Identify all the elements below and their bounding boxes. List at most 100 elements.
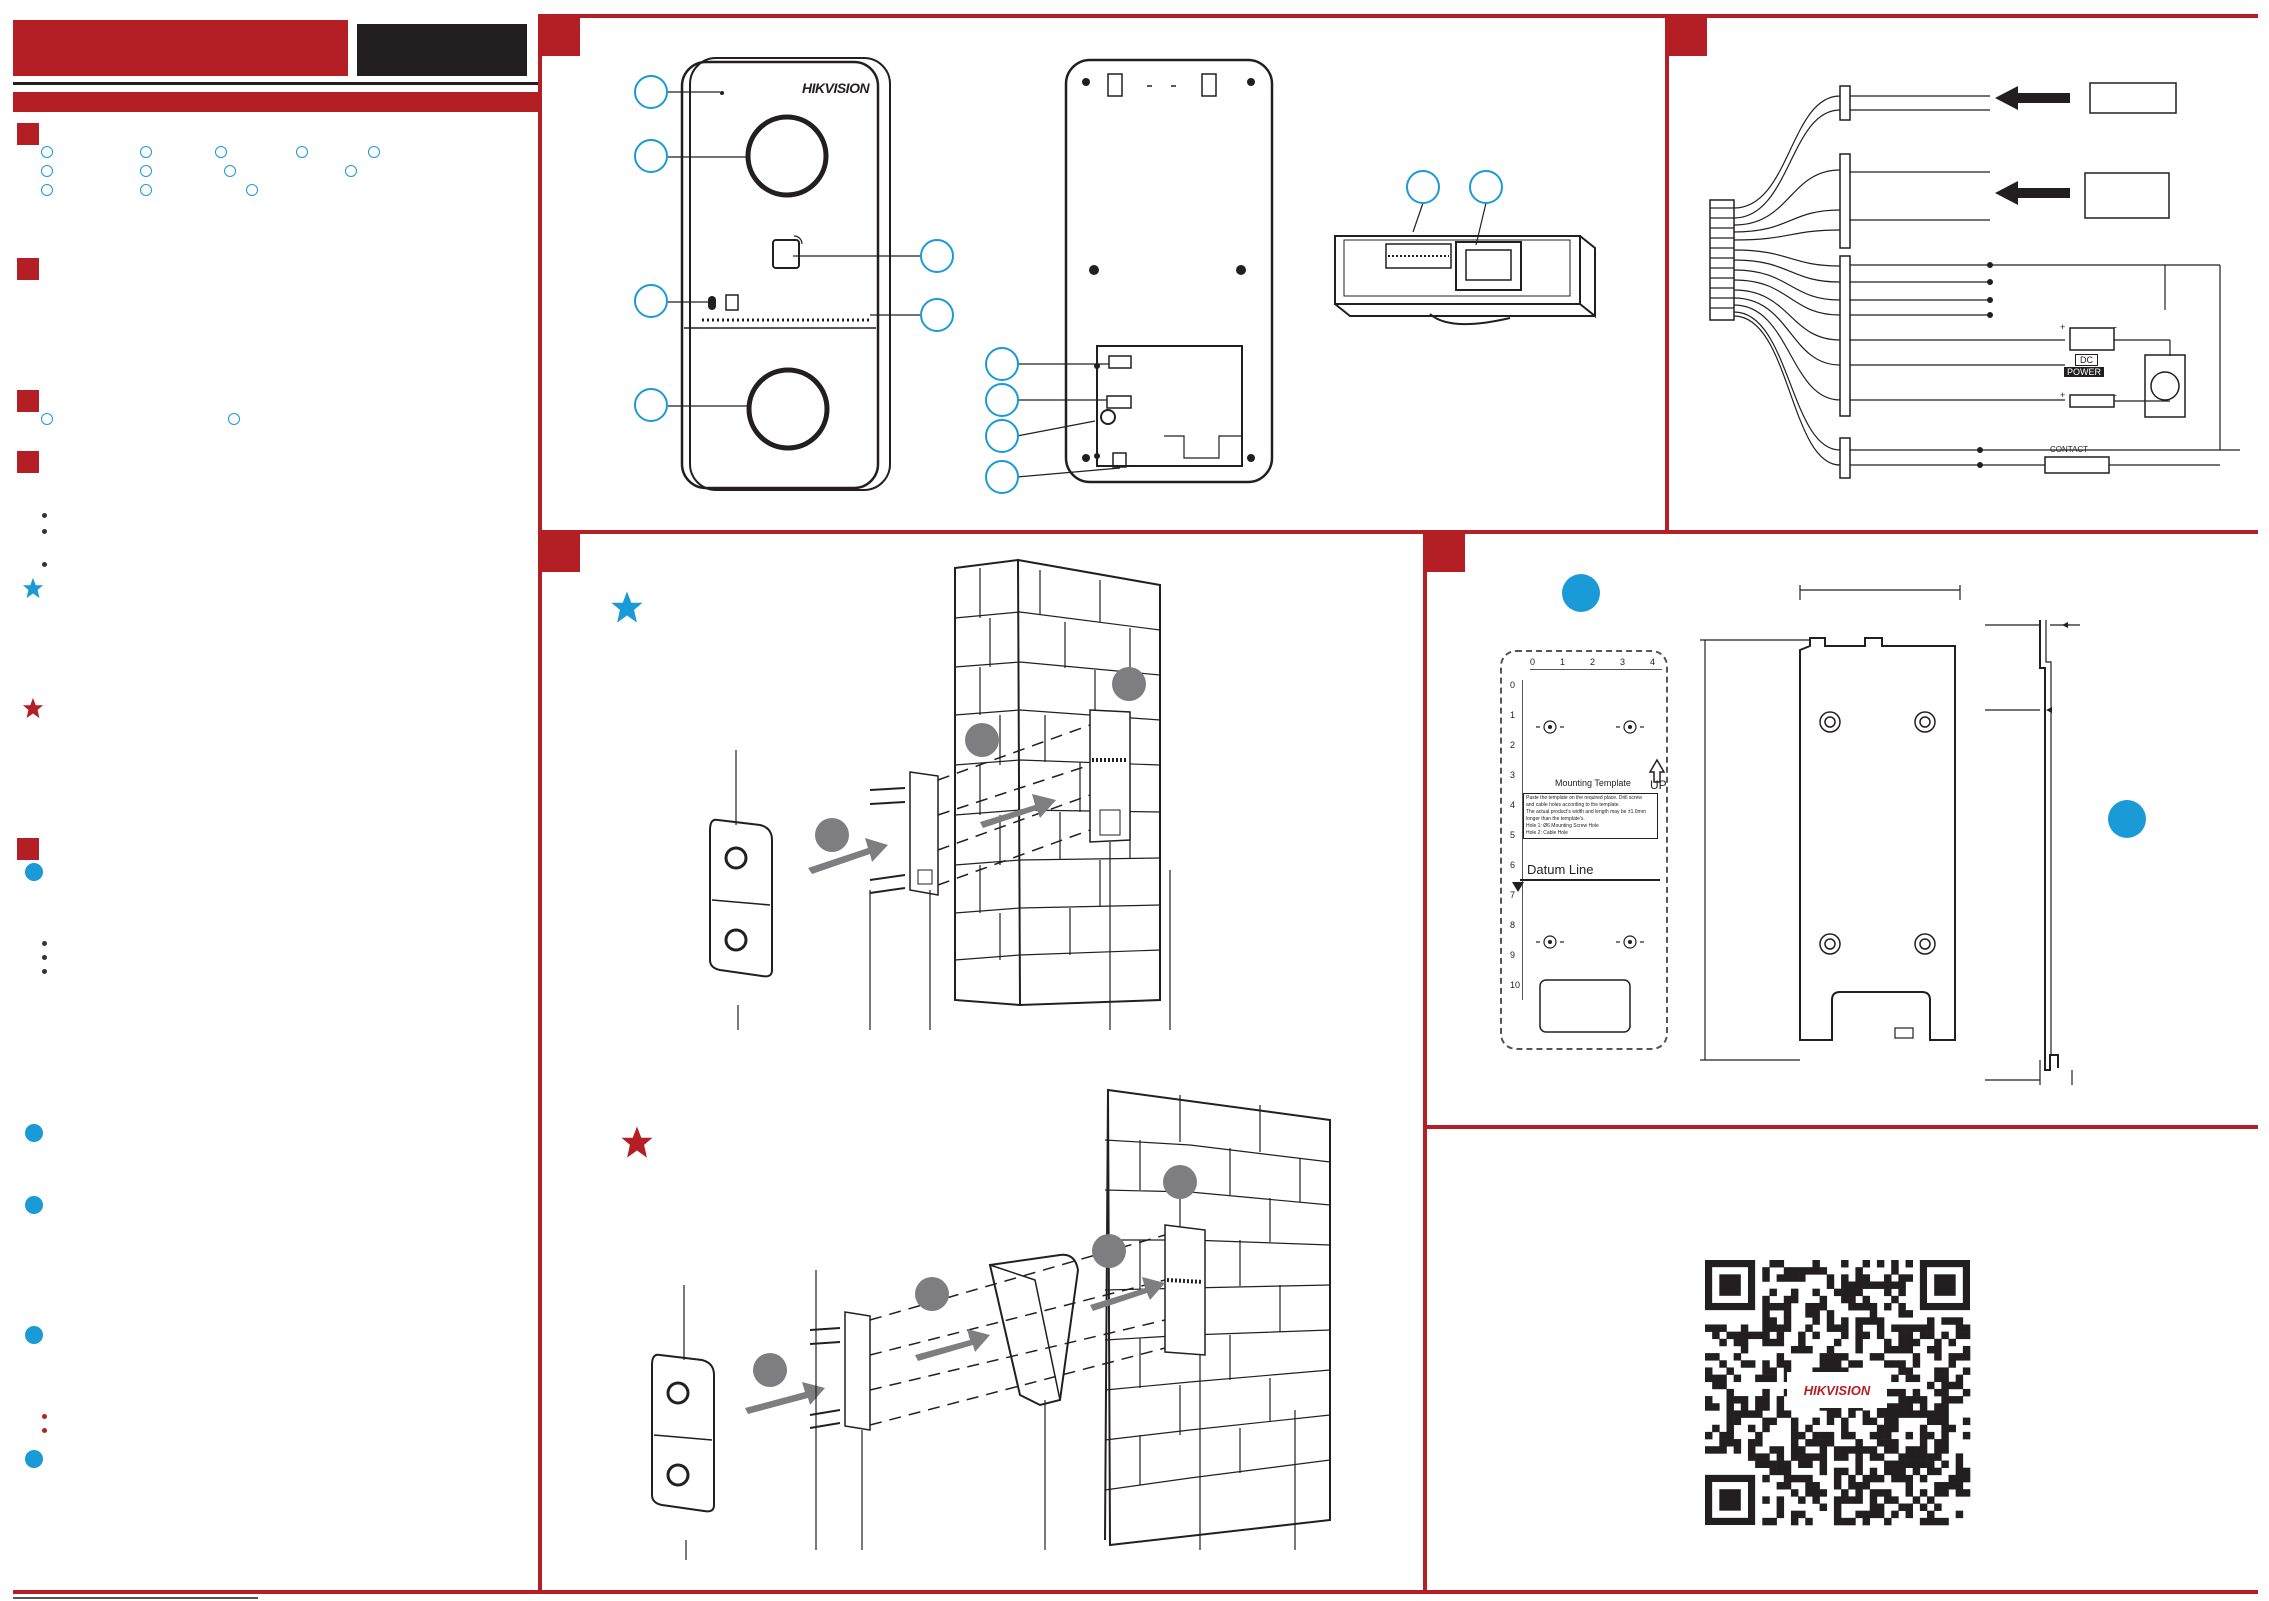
datum-line-label: Datum Line [1527,862,1594,877]
list-circle [228,413,240,425]
qr-code[interactable]: HIKVISION [1705,1260,1971,1526]
step-dot [25,1326,43,1344]
panel-marker-c [542,534,580,572]
callout-10 [985,460,1019,494]
header-black-box [357,24,527,76]
divider [538,530,2258,534]
callout-9 [985,419,1019,453]
template-up: UP [1650,778,1667,792]
ruler-side-3: 3 [1510,770,1516,780]
step-badge-3 [1092,1234,1126,1268]
ruler-side-5: 5 [1510,830,1516,840]
list-circle [41,165,53,177]
section-marker-5 [17,838,39,860]
template-holes [1512,720,1666,1033]
rear-view [1064,58,1274,484]
section-marker-3 [17,390,39,412]
ruler-side-2: 2 [1510,740,1516,750]
list-circle [140,165,152,177]
list-circle [41,184,53,196]
lock-plus: + [2060,322,2066,332]
bullet [42,941,47,946]
callout-6 [634,388,668,422]
divider [1423,530,1427,1594]
divider [1665,14,1669,534]
divider [13,1590,2258,1594]
wall-illustration-upper [709,558,1171,1030]
ruler-top-4: 4 [1650,657,1656,667]
callout-7 [985,347,1019,381]
template-side-ruler: 0 1 2 3 4 5 6 7 8 9 10 [1510,680,1523,1000]
callout-3 [920,239,954,273]
red-star-icon [22,697,44,719]
callout-dot-b [2108,800,2146,838]
bullet [42,562,47,567]
contact-label: CONTACT [2050,445,2089,454]
section-marker-4 [17,451,39,473]
note-line-1: Paste the template on the required place… [1526,795,1642,801]
callout-8 [985,383,1019,417]
note-line-2: and cable holes according to the templat… [1526,802,1620,808]
front-view [680,57,891,491]
step-badge-1 [815,818,849,852]
qr-logo: HIKVISION [1787,1372,1887,1408]
step-dot [25,1450,43,1468]
front-brand-logo: HIKVISION [802,80,870,96]
lock-minus: - [2114,322,2117,332]
qr-brand: HIKVISION [1803,1382,1871,1398]
fuse-minus: - [2114,390,2117,400]
header-red-strip [13,92,538,112]
callout-12 [1469,170,1503,204]
step-badge-2 [915,1277,949,1311]
note-line-3: The actual product's width and length ma… [1526,809,1646,815]
list-circle [246,184,258,196]
red-bullet [42,1428,47,1433]
step-badge-2 [965,723,999,757]
note-line-5: Hole 1: Ø6 Mounting Screw Hole [1526,823,1599,829]
panel-marker-b [1669,18,1707,56]
step-badge-1 [753,1353,787,1387]
template-top-ruler: 0 1 2 3 4 [1530,657,1662,670]
blue-star-icon [22,577,44,599]
list-circle [140,146,152,158]
step-badge-4 [1163,1165,1197,1199]
blue-star-icon [611,591,643,623]
bullet [42,513,47,518]
bracket-drawing [1700,585,1961,1061]
step-dot [25,1124,43,1142]
wiring-diagram [1709,82,2240,479]
ruler-top-3: 3 [1620,657,1626,667]
template-note: Paste the template on the required place… [1523,793,1658,839]
list-circle [41,413,53,425]
list-circle [368,146,380,158]
callout-11 [1406,170,1440,204]
note-line-4: longer than the template's. [1526,816,1585,822]
header-underline [13,82,538,85]
fuse-plus: + [2060,390,2066,400]
callout-4 [634,284,668,318]
ruler-top-1: 1 [1560,657,1566,667]
bullet [42,529,47,534]
wall-illustration-lower [651,1088,1331,1560]
bottom-view [1334,235,1596,326]
ruler-top-2: 2 [1590,657,1596,667]
callout-5 [920,298,954,332]
power-label: POWER [2064,367,2105,377]
divider [1423,1125,2258,1129]
step-dot [25,1196,43,1214]
template-title: Mounting Template [1555,778,1631,788]
callout-2 [634,139,668,173]
callout-1 [634,75,668,109]
ruler-side-1: 1 [1510,710,1516,720]
section-marker-1 [17,123,39,145]
ruler-side-10: 10 [1510,980,1521,990]
ruler-side-8: 8 [1510,920,1516,930]
note-line-6: Hole 2: Cable Hole [1526,830,1568,836]
ruler-side-6: 6 [1510,860,1516,870]
callout-dot-a [1562,574,1600,612]
step-dot [25,863,43,881]
ruler-top-0: 0 [1530,657,1536,667]
bullet [42,955,47,960]
footer-line [13,1597,258,1599]
